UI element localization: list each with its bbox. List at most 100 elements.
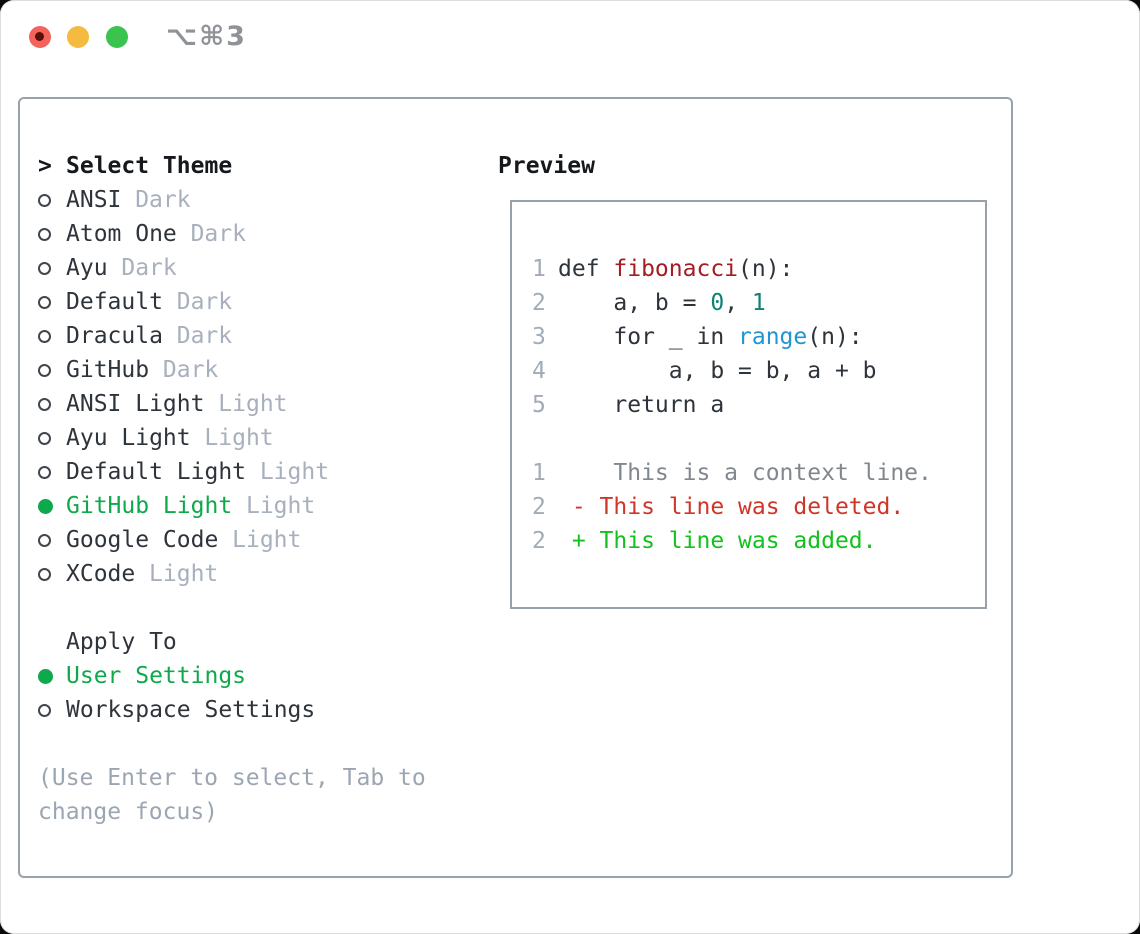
code-line: 2 a, b = 0, 1 bbox=[532, 286, 985, 320]
spacer-row bbox=[38, 591, 478, 625]
code-line: 5 return a bbox=[532, 388, 985, 422]
theme-variant-label: Dark bbox=[135, 187, 191, 213]
theme-variant-label: Light bbox=[232, 527, 302, 553]
radio-icon bbox=[38, 261, 66, 275]
theme-option-ansi[interactable]: ANSI Dark bbox=[38, 183, 478, 217]
line-number: 5 bbox=[532, 392, 546, 418]
theme-option-label: GitHub Light bbox=[66, 493, 233, 519]
theme-option-label: Default Light bbox=[66, 459, 247, 485]
keyboard-hint: (Use Enter to select, Tab to change focus… bbox=[38, 761, 478, 829]
preview-box: 1 def fibonacci(n): 2 a, b = 0, 1 3 for _ i… bbox=[510, 200, 987, 609]
theme-option-label: Default bbox=[66, 289, 163, 315]
radio-icon bbox=[38, 703, 66, 717]
theme-variant-label: Dark bbox=[176, 289, 233, 315]
theme-option-ansi-light[interactable]: ANSI Light Light bbox=[38, 387, 478, 421]
theme-option-atom-one[interactable]: Atom One Dark bbox=[38, 217, 478, 251]
theme-option-default-light[interactable]: Default Light Light bbox=[38, 455, 478, 489]
radio-icon bbox=[38, 329, 66, 343]
theme-option-label: ANSI bbox=[66, 187, 122, 213]
radio-icon bbox=[38, 431, 66, 445]
radio-icon bbox=[38, 465, 66, 479]
hint-line: change focus) bbox=[38, 799, 219, 825]
code-line: 2 - This line was deleted. bbox=[532, 490, 985, 524]
line-content: return a bbox=[558, 392, 725, 418]
apply-option-user-settings[interactable]: User Settings bbox=[38, 659, 478, 693]
radio-icon bbox=[38, 567, 66, 581]
theme-option-ayu[interactable]: Ayu Dark bbox=[38, 251, 478, 285]
window-title: ⌥⌘3 bbox=[166, 21, 247, 52]
apply-to-header: Apply To bbox=[38, 625, 478, 659]
code-line bbox=[532, 422, 985, 456]
line-content: for _ in range(n): bbox=[558, 324, 863, 350]
line-content: + This line was added. bbox=[558, 528, 877, 554]
spacer-row bbox=[38, 727, 478, 761]
radio-icon bbox=[38, 363, 66, 377]
minimize-button[interactable] bbox=[67, 26, 89, 48]
line-content: a, b = b, a + b bbox=[558, 358, 877, 384]
theme-option-label: Atom One bbox=[66, 221, 177, 247]
titlebar: ⌥⌘3 bbox=[0, 0, 1140, 70]
theme-option-ayu-light[interactable]: Ayu Light Light bbox=[38, 421, 478, 455]
apply-option-label: User Settings bbox=[66, 663, 247, 689]
theme-option-label: ANSI Light bbox=[66, 391, 205, 417]
line-number: 1 bbox=[532, 256, 546, 282]
theme-option-github[interactable]: GitHub Dark bbox=[38, 353, 478, 387]
hint-line: (Use Enter to select, Tab to bbox=[38, 765, 426, 791]
theme-option-github-light[interactable]: GitHub Light Light bbox=[38, 489, 478, 523]
close-button[interactable] bbox=[29, 26, 51, 48]
theme-variant-label: Light bbox=[218, 391, 288, 417]
radio-icon bbox=[38, 295, 66, 309]
line-number: 1 bbox=[532, 460, 546, 486]
theme-option-label: GitHub bbox=[66, 357, 150, 383]
line-content: a, b = 0, 1 bbox=[558, 290, 766, 316]
line-content: def fibonacci(n): bbox=[558, 256, 794, 282]
code-line: 4 a, b = b, a + b bbox=[532, 354, 985, 388]
theme-variant-label: Dark bbox=[176, 323, 233, 349]
radio-selected-icon bbox=[38, 668, 66, 684]
theme-variant-label: Light bbox=[259, 459, 330, 485]
theme-picker-panel bbox=[18, 97, 1013, 878]
preview-code: 1 def fibonacci(n): 2 a, b = 0, 1 3 for _ i… bbox=[532, 252, 985, 558]
theme-option-label: Dracula bbox=[66, 323, 163, 349]
apply-option-label: Workspace Settings bbox=[66, 697, 316, 723]
theme-variant-label: Light bbox=[204, 425, 274, 451]
theme-list-title: Select Theme bbox=[66, 153, 233, 179]
code-line: 1 This is a context line. bbox=[532, 456, 985, 490]
theme-option-default[interactable]: Default Dark bbox=[38, 285, 478, 319]
theme-variant-label: Light bbox=[245, 493, 316, 519]
radio-icon bbox=[38, 227, 66, 241]
radio-selected-icon bbox=[38, 498, 66, 514]
line-number: 3 bbox=[532, 324, 546, 350]
theme-variant-label: Dark bbox=[162, 357, 219, 383]
theme-variant-label: Light bbox=[149, 561, 219, 587]
line-number: 2 bbox=[532, 528, 546, 554]
theme-option-google-code[interactable]: Google Code Light bbox=[38, 523, 478, 557]
radio-icon bbox=[38, 533, 66, 547]
theme-option-dracula[interactable]: Dracula Dark bbox=[38, 319, 478, 353]
code-line: 2 + This line was added. bbox=[532, 524, 985, 558]
apply-option-workspace-settings[interactable]: Workspace Settings bbox=[38, 693, 478, 727]
code-line: 1 def fibonacci(n): bbox=[532, 252, 985, 286]
radio-icon bbox=[38, 193, 66, 207]
theme-option-label: Google Code bbox=[66, 527, 219, 553]
theme-variant-label: Dark bbox=[121, 255, 177, 281]
line-content: This is a context line. bbox=[558, 460, 932, 486]
line-number: 2 bbox=[532, 290, 546, 316]
radio-icon bbox=[38, 397, 66, 411]
theme-option-label: Ayu bbox=[66, 255, 108, 281]
theme-list-header: > Select Theme bbox=[38, 149, 478, 183]
theme-variant-label: Dark bbox=[190, 221, 246, 247]
preview-title: Preview bbox=[498, 153, 595, 179]
apply-to-label: Apply To bbox=[66, 629, 177, 655]
zoom-button[interactable] bbox=[106, 26, 128, 48]
cursor-icon: > bbox=[38, 153, 52, 179]
line-number: 2 bbox=[532, 494, 546, 520]
line-content: - This line was deleted. bbox=[558, 494, 905, 520]
theme-option-label: Ayu Light bbox=[66, 425, 191, 451]
